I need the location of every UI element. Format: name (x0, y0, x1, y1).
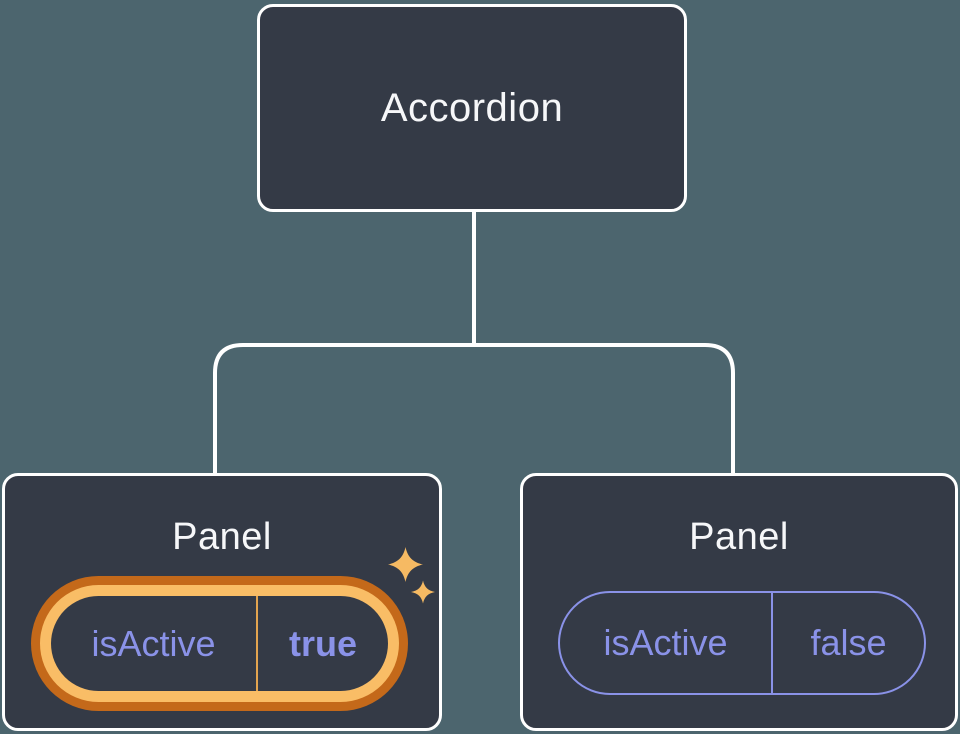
prop-divider (256, 596, 258, 691)
prop-name-label: isActive (603, 622, 728, 663)
prop-pill-active-body: isActive true (51, 596, 388, 691)
prop-name-cell: isActive (51, 596, 256, 691)
accordion-label: Accordion (380, 85, 564, 130)
prop-pill-inactive: isActive false (558, 591, 926, 695)
sparkle-small-icon (411, 580, 435, 604)
prop-pill-active: isActive true (31, 576, 408, 711)
prop-name-label: isActive (91, 622, 216, 664)
panel-label: Panel (689, 516, 789, 558)
prop-pill-active-ring: isActive true (40, 585, 399, 702)
prop-name-cell: isActive (560, 593, 771, 693)
accordion-node: Accordion (257, 4, 687, 212)
connector-branch (213, 343, 735, 476)
prop-value-label: true (288, 622, 357, 664)
prop-value-cell: true (258, 596, 388, 691)
prop-value-cell: false (773, 593, 924, 693)
panel-node-active: Panel isActive true (2, 473, 442, 731)
panel-label: Panel (172, 516, 272, 558)
prop-divider (771, 593, 773, 693)
panel-node-inactive: Panel isActive false (520, 473, 958, 731)
sparkles (388, 547, 435, 604)
sparkle-large-icon (388, 547, 423, 582)
prop-value-label: false (810, 622, 887, 663)
